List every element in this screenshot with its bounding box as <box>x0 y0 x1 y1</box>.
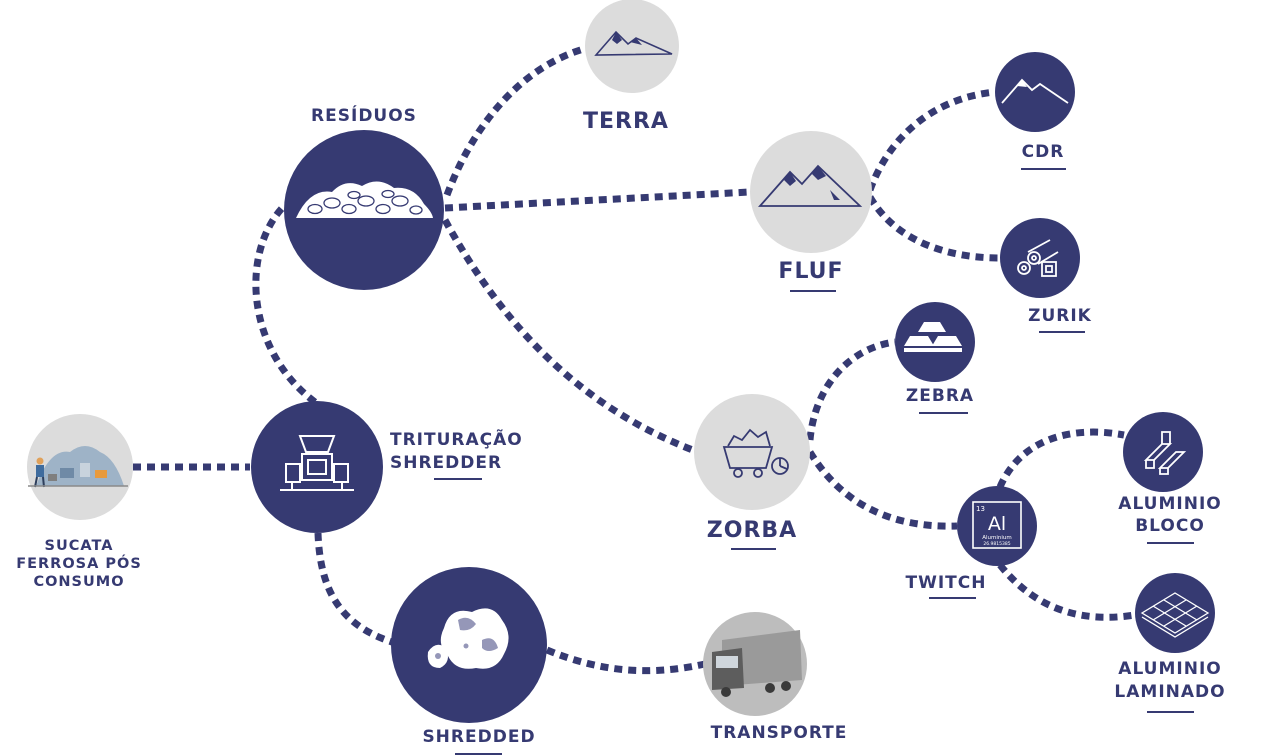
connector-trituracao-residuos <box>252 202 318 405</box>
aluminium-blocks-icon <box>1143 431 1187 475</box>
connector-trituracao-shredded <box>314 532 394 646</box>
node-aluminio-laminado[interactable]: ALUMINIO LAMINADO <box>1114 573 1225 713</box>
aluminio-laminado-circle <box>1135 573 1215 653</box>
element-mass: 26.9815385 <box>983 541 1010 547</box>
pipes-stack-icon <box>1017 239 1059 277</box>
terra-label: TERRA <box>583 109 669 134</box>
trituracao-circle <box>251 401 383 533</box>
cdr-circle <box>995 52 1075 132</box>
aluminio-bloco-label-line-1: ALUMINIO <box>1118 494 1221 514</box>
scrap-pile-worker-icon <box>28 446 128 488</box>
connector-residuos-terra <box>443 44 588 197</box>
node-terra[interactable]: TERRA <box>583 0 679 134</box>
residuos-label: RESÍDUOS <box>311 104 417 126</box>
trituracao-label-line-1: TRITURAÇÃO <box>390 427 523 450</box>
shredded-scrap-icon <box>427 608 509 669</box>
connector-fluf-cdr <box>866 88 996 192</box>
sucata-label-line-1: SUCATA <box>45 538 114 554</box>
node-fluf[interactable]: FLUF <box>750 131 872 292</box>
aluminium-element-icon: 13 Al Aluminium 26.9815385 <box>972 501 1022 549</box>
aluminio-laminado-label-line-2: LAMINADO <box>1114 682 1225 702</box>
node-residuos[interactable]: RESÍDUOS <box>284 104 444 290</box>
zurik-label: ZURIK <box>1028 306 1092 326</box>
connector-twitch-aluminio-laminado <box>997 562 1136 621</box>
connector-shredded-transporte <box>545 646 706 675</box>
aluminium-sheet-icon <box>1140 592 1210 638</box>
zorba-circle <box>694 394 810 510</box>
element-name: Aluminium <box>982 535 1012 541</box>
trituracao-label-line-2: SHREDDER <box>390 453 502 473</box>
connector-residuos-fluf <box>444 188 751 212</box>
fluf-circle <box>750 131 872 253</box>
fluf-label: FLUF <box>778 259 843 284</box>
zebra-label: ZEBRA <box>906 386 974 406</box>
node-transporte[interactable]: TRANSPORTE <box>703 612 847 743</box>
connector-residuos-zorba <box>441 218 700 456</box>
mountain-icon <box>1001 78 1069 104</box>
rubble-pile-icon <box>296 181 433 218</box>
sucata-label-line-3: CONSUMO <box>33 574 124 590</box>
zorba-label: ZORBA <box>707 518 797 543</box>
mountains-icon <box>758 164 863 207</box>
node-zorba[interactable]: ZORBA <box>694 394 810 550</box>
twitch-label: TWITCH <box>906 573 987 593</box>
cdr-label: CDR <box>1022 142 1065 162</box>
shredder-machine-icon <box>280 435 354 491</box>
mine-cart-icon <box>722 428 789 478</box>
mountain-icon <box>594 30 673 56</box>
node-shredded[interactable]: SHREDDED <box>391 567 547 755</box>
node-twitch[interactable]: 13 Al Aluminium 26.9815385 TWITCH <box>906 486 1037 599</box>
terra-circle <box>585 0 679 93</box>
aluminio-laminado-label-line-1: ALUMINIO <box>1118 659 1221 679</box>
connector-zorba-zebra <box>806 338 896 441</box>
connectors <box>133 44 1136 675</box>
connector-twitch-aluminio-bloco <box>996 428 1125 489</box>
shredded-label: SHREDDED <box>422 727 535 747</box>
transporte-label: TRANSPORTE <box>711 723 848 743</box>
node-zebra[interactable]: ZEBRA <box>895 302 975 414</box>
ingots-icon <box>904 322 962 352</box>
node-cdr[interactable]: CDR <box>995 52 1075 170</box>
node-trituracao[interactable]: TRITURAÇÃO SHREDDER <box>251 401 523 533</box>
aluminio-bloco-label-line-2: BLOCO <box>1135 516 1205 536</box>
element-symbol: Al <box>988 513 1006 535</box>
node-aluminio-bloco[interactable]: ALUMINIO BLOCO <box>1118 412 1221 544</box>
connector-zorba-twitch <box>807 450 958 530</box>
node-zurik[interactable]: ZURIK <box>1000 218 1092 333</box>
element-number: 13 <box>976 505 985 513</box>
truck-icon <box>712 630 802 697</box>
node-sucata[interactable]: SUCATA FERROSA PÓS CONSUMO <box>16 414 142 590</box>
sucata-label-line-2: FERROSA PÓS <box>16 554 142 572</box>
twitch-circle <box>957 486 1037 566</box>
connector-fluf-zurik <box>866 195 1001 262</box>
